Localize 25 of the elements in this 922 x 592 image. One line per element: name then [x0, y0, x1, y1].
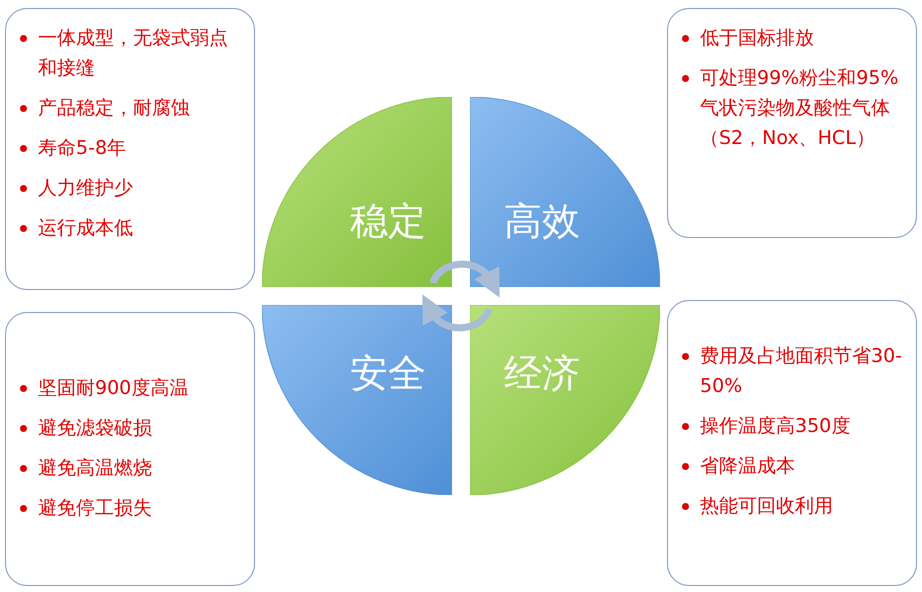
bullet-item: 热能可回收利用: [700, 495, 833, 517]
bullet-item: 寿命5-8年: [38, 137, 126, 159]
bullet-item: 可处理99%粉尘和95%气状污染物及酸性气体（S2，Nox、HCL）: [700, 67, 898, 149]
callout-card: [5, 8, 255, 290]
bullet-item: 产品稳定，耐腐蚀: [38, 97, 190, 119]
quadrant-title: 经济: [504, 351, 580, 395]
callout-card: [667, 300, 917, 586]
bullet-item: 费用及占地面积节省30-50%: [700, 345, 902, 397]
bullet-item: 避免滤袋破损: [38, 417, 152, 439]
bullet-item: 省降温成本: [700, 455, 795, 477]
bullet-item: 操作温度高350度: [700, 415, 850, 437]
quadrant-title: 高效: [504, 199, 580, 243]
bullet-item: 避免高温燃烧: [38, 457, 152, 479]
quadrant-title: 稳定: [350, 199, 426, 243]
curved-arrow: [421, 295, 492, 332]
bullet-item: 运行成本低: [38, 217, 133, 239]
curved-arrow: [430, 260, 501, 297]
bullet-item: 一体成型，无袋式弱点和接缝: [38, 27, 228, 79]
bullet-item: 坚固耐900度高温: [38, 377, 188, 399]
callout-card: [5, 312, 255, 586]
bullet-item: 避免停工损失: [38, 497, 152, 519]
quadrant-title: 安全: [350, 351, 426, 395]
bullet-item: 低于国标排放: [700, 27, 814, 49]
bullet-item: 人力维护少: [38, 177, 133, 199]
callout-card: [667, 8, 917, 238]
